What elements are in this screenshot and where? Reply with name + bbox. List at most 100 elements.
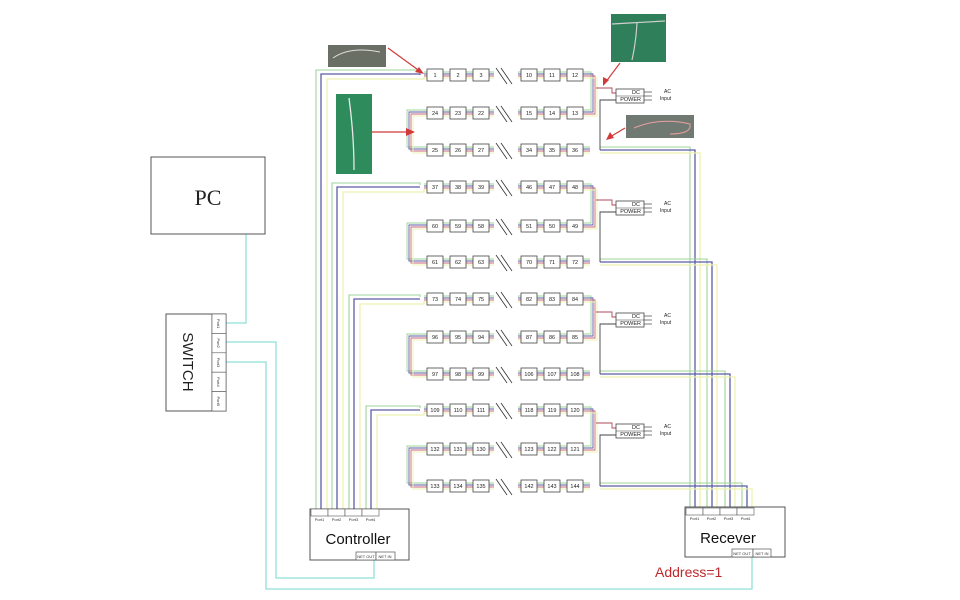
uturn-wire <box>588 183 592 224</box>
break-mark <box>495 478 508 496</box>
receiver-port[interactable] <box>736 507 755 516</box>
receiver-port[interactable] <box>685 507 704 516</box>
ac-input-label: Input <box>660 320 672 326</box>
uturn-wire <box>588 295 592 335</box>
uturn-wire <box>588 408 594 449</box>
pixel-number: 70 <box>526 260 532 266</box>
pixel-node <box>449 68 467 82</box>
pixel-number: 133 <box>430 484 439 490</box>
pixel-node <box>426 143 444 157</box>
uturn-wire <box>588 410 596 451</box>
pixel-number: 119 <box>548 408 557 414</box>
pixel-number: 14 <box>549 111 555 117</box>
uturn-wire <box>588 185 594 226</box>
break-mark <box>500 105 513 123</box>
pixel-number: 120 <box>570 408 579 414</box>
pixel-number: 95 <box>455 335 461 341</box>
switch-port3-to-receiver-cable <box>221 361 753 590</box>
controller-port-label: Port3 <box>349 517 359 522</box>
uturn-wire <box>410 226 424 264</box>
pixel-number: 130 <box>476 447 485 453</box>
pixel-number: 11 <box>549 73 555 79</box>
controller-feed-wire <box>342 189 425 512</box>
controller-port-label: Port2 <box>332 517 342 522</box>
switch-port[interactable] <box>211 391 227 412</box>
pixel-node <box>472 479 490 493</box>
pixel-node <box>472 219 490 233</box>
uturn-wire <box>412 339 424 378</box>
power-label: POWER <box>620 97 641 103</box>
break-mark <box>500 478 513 496</box>
pixel-number: 142 <box>524 484 533 490</box>
controller-feed-wire <box>370 409 420 512</box>
receiver-return-wire <box>600 373 731 510</box>
pc-box[interactable]: PC <box>150 156 266 235</box>
pixel-node <box>426 367 444 381</box>
uturn-wire <box>588 187 596 228</box>
pixel-number: 99 <box>478 372 484 378</box>
pixel-node <box>520 143 538 157</box>
controller-net-out: NET OUT <box>357 554 375 559</box>
arrow <box>387 47 422 73</box>
pixel-number: 110 <box>454 408 463 414</box>
receiver-return-wire <box>600 264 718 510</box>
uturn-wire <box>588 75 596 115</box>
pixel-node <box>426 219 444 233</box>
uturn-wire <box>588 412 598 453</box>
controller-port[interactable] <box>327 508 346 517</box>
ac-label: AC <box>664 89 671 95</box>
power-dc-label: DC <box>632 425 640 431</box>
controller-feed-wire <box>331 182 421 512</box>
switch-port2-to-controller-cable <box>221 341 375 579</box>
pixel-node <box>472 68 490 82</box>
uturn-wire <box>406 333 424 372</box>
pixel-number: 109 <box>430 408 439 414</box>
controller-port[interactable] <box>310 508 329 517</box>
uturn-wire <box>412 228 424 266</box>
uturn-wire <box>408 447 424 486</box>
receiver-return-wire <box>600 258 708 510</box>
break-mark <box>500 291 513 309</box>
uturn-wire <box>410 337 424 376</box>
pc-to-switch-cable <box>221 234 247 324</box>
break-mark <box>500 67 513 85</box>
pixel-node <box>566 442 584 456</box>
controller-feed-wire <box>359 301 425 512</box>
pixel-node <box>566 292 584 306</box>
pixel-node <box>543 255 561 269</box>
pixel-node <box>449 255 467 269</box>
break-mark <box>500 218 513 236</box>
ac-label: AC <box>664 313 671 319</box>
pixel-number: 121 <box>570 447 579 453</box>
receiver-port[interactable] <box>702 507 721 516</box>
receiver-return-wire <box>600 376 736 510</box>
pixel-node <box>566 479 584 493</box>
photo-connector-right <box>606 115 694 140</box>
pixel-number: 12 <box>572 73 578 79</box>
pixel-node <box>543 442 561 456</box>
pixel-node <box>566 143 584 157</box>
power-dc-label: DC <box>632 90 640 96</box>
pixel-node <box>449 180 467 194</box>
break-mark <box>495 142 508 160</box>
pixel-node <box>449 106 467 120</box>
pixel-number: 35 <box>549 148 555 154</box>
pixel-number: 63 <box>478 260 484 266</box>
pixel-node <box>449 143 467 157</box>
pixel-node <box>520 330 538 344</box>
break-mark <box>495 441 508 459</box>
controller-port[interactable] <box>344 508 363 517</box>
receiver-net-out: NET OUT <box>733 551 751 556</box>
break-mark <box>495 218 508 236</box>
pixel-node <box>566 403 584 417</box>
pixel-node <box>472 180 490 194</box>
pixel-node <box>520 479 538 493</box>
controller-port[interactable] <box>361 508 380 517</box>
receiver-return-wire <box>600 482 743 510</box>
ac-input-label: Input <box>660 96 672 102</box>
receiver-port[interactable] <box>719 507 738 516</box>
